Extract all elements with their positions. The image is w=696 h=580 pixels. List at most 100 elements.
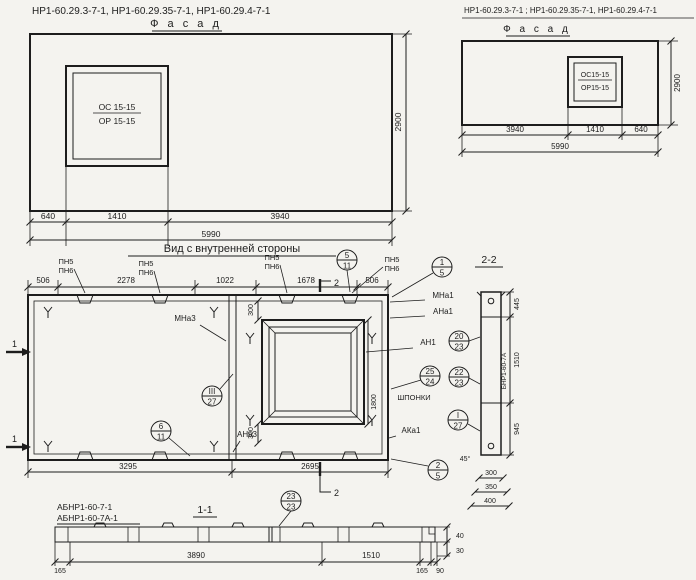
- callout: 2 5: [390, 458, 449, 481]
- callout-bubbles: 5 11 1 5 20 23 25 24 22 23: [150, 249, 481, 527]
- callout-top: 22: [455, 368, 464, 377]
- dim-label-total: 5990: [202, 229, 221, 239]
- label-ana3: АНа3: [237, 430, 258, 439]
- beam-right: [268, 526, 436, 543]
- label-mna1: МНа1: [432, 291, 454, 300]
- keyways-bottom: [76, 451, 359, 461]
- callout-top: 2: [436, 461, 441, 470]
- dim-label: 945: [514, 423, 521, 435]
- dim-label: 350: [485, 484, 497, 491]
- facade-right-view: Ф а с а д ОС15-15 ОР15-15 3940 1410 640 …: [458, 24, 682, 157]
- section-profile-mark: БНР1-60-7А: [501, 352, 508, 389]
- dim-label: 3295: [119, 462, 137, 471]
- beam-keys: [93, 522, 385, 528]
- dim-label: 300: [248, 304, 255, 316]
- callout-bottom: 24: [426, 378, 435, 387]
- dim-label: 1678: [297, 276, 315, 285]
- opening-mark-os: ОС15-15: [581, 72, 610, 79]
- facade-left-label: Ф а с а д: [150, 18, 222, 30]
- callout-bottom: 23: [455, 343, 464, 352]
- callout: 25 24: [390, 365, 441, 390]
- dim-label: 506: [365, 276, 379, 285]
- dim-label: 2695: [301, 462, 319, 471]
- dim-label: 445: [514, 298, 521, 310]
- callout: III 27: [201, 373, 234, 407]
- panel-marks-title-left: НР1-60.29.3-7-1, НР1-60.29.35-7-1, НР1-6…: [32, 6, 271, 17]
- callout-bottom: 23: [287, 503, 296, 512]
- section-width-dims: 300 350 400: [467, 470, 513, 510]
- callout: 5 11: [336, 249, 358, 293]
- joint-label-pn6: ПН6: [385, 264, 400, 273]
- callout-top: 23: [287, 492, 296, 501]
- section-profile: [480, 291, 502, 456]
- label-aka1: АКа1: [402, 426, 421, 435]
- callout-top: 5: [345, 251, 350, 260]
- dim-label: 2278: [117, 276, 135, 285]
- keyways-top: [76, 294, 359, 304]
- dim-label-height: 2900: [393, 112, 403, 131]
- facade-right-label: Ф а с а д: [503, 24, 571, 35]
- dim-label: 1510: [362, 551, 380, 560]
- joint-label-pn5: ПН5: [59, 257, 74, 266]
- dim-label: 640: [634, 125, 648, 134]
- anchor-symbols: [43, 306, 377, 452]
- opening-mark-os: ОС 15-15: [99, 102, 136, 112]
- dim-label: 506: [36, 276, 50, 285]
- beam-left: [54, 526, 270, 543]
- dim-label: 3940: [271, 211, 290, 221]
- chamfer-label: 45°: [460, 455, 471, 463]
- beam-ribs: [54, 526, 436, 543]
- dim-label: 640: [41, 211, 55, 221]
- callout-top: 1: [440, 258, 445, 267]
- dim-label: 165: [54, 568, 66, 575]
- window-opening: [261, 319, 365, 425]
- dim-label: 1410: [108, 211, 127, 221]
- beam-mark-1: АБНР1-60-7-1: [57, 502, 112, 512]
- callout-top: 25: [426, 367, 435, 376]
- callout-top: 20: [455, 332, 464, 341]
- cut-marks: 1 1 2 2: [6, 278, 339, 498]
- joint-label-pn6: ПН6: [265, 262, 280, 271]
- callout-bottom: 5: [436, 472, 441, 481]
- dim-label: 40: [456, 533, 464, 540]
- callout-top: 6: [159, 422, 164, 431]
- callout: 23 23: [278, 490, 302, 527]
- cut-mark-2: 2: [334, 488, 339, 498]
- callout: 22 23: [448, 366, 481, 388]
- callout-bottom: 27: [208, 398, 217, 407]
- panel-body: [27, 294, 389, 461]
- cut-mark-1: 1: [12, 339, 17, 349]
- dim-label: 90: [436, 568, 444, 575]
- dim-label: 165: [416, 568, 428, 575]
- callout: 20 23: [448, 330, 481, 352]
- joint-label-pn5: ПН5: [385, 255, 400, 264]
- joint-labels: ПН5 ПН6 ПН5 ПН6 ПН5 ПН6 ПН5 ПН6: [59, 253, 400, 294]
- callout-bottom: 23: [455, 379, 464, 388]
- label-an1: АН1: [420, 338, 436, 347]
- callout-bottom: 27: [454, 422, 463, 431]
- inner-dims: 300 300 1800: [248, 297, 378, 447]
- dim-label: 30: [456, 548, 464, 555]
- label-shponki: ШПОНКИ: [397, 393, 430, 402]
- dim-label-total: 5990: [551, 142, 569, 151]
- callout-bottom: 11: [343, 262, 352, 271]
- dim-label: 300: [485, 470, 497, 477]
- callout-bottom: 5: [440, 269, 445, 278]
- opening-mark-or: ОР 15-15: [99, 116, 136, 126]
- callout-top: I: [457, 411, 459, 420]
- dim-label: 1022: [216, 276, 234, 285]
- section-1-1-title: 1-1: [197, 504, 212, 516]
- opening-mark-or: ОР15-15: [581, 85, 609, 92]
- dim-label: 3940: [506, 125, 524, 134]
- inner-view-title: Вид с внутренней стороны: [164, 243, 301, 255]
- section-1-1: АБНР1-60-7-1 АБНР1-60-7А-1 1-1 165 3890 …: [51, 502, 464, 575]
- callout: 1 5: [391, 256, 453, 298]
- callout-bottom: 11: [157, 433, 166, 442]
- joint-label-pn6: ПН6: [59, 266, 74, 275]
- callout: I 27: [447, 409, 481, 432]
- panel-marks-title-right: НР1-60.29.3-7-1 ; НР1-60.29.35-7-1, НР1-…: [464, 6, 658, 15]
- section-2-2: 2-2 445 1510 945 БНР1-60-7А 45° 300 350 …: [460, 254, 521, 510]
- facade-right-opening: [567, 56, 623, 108]
- inner-side-view: Вид с внутренней стороны 506 2278 1022 1…: [6, 243, 454, 498]
